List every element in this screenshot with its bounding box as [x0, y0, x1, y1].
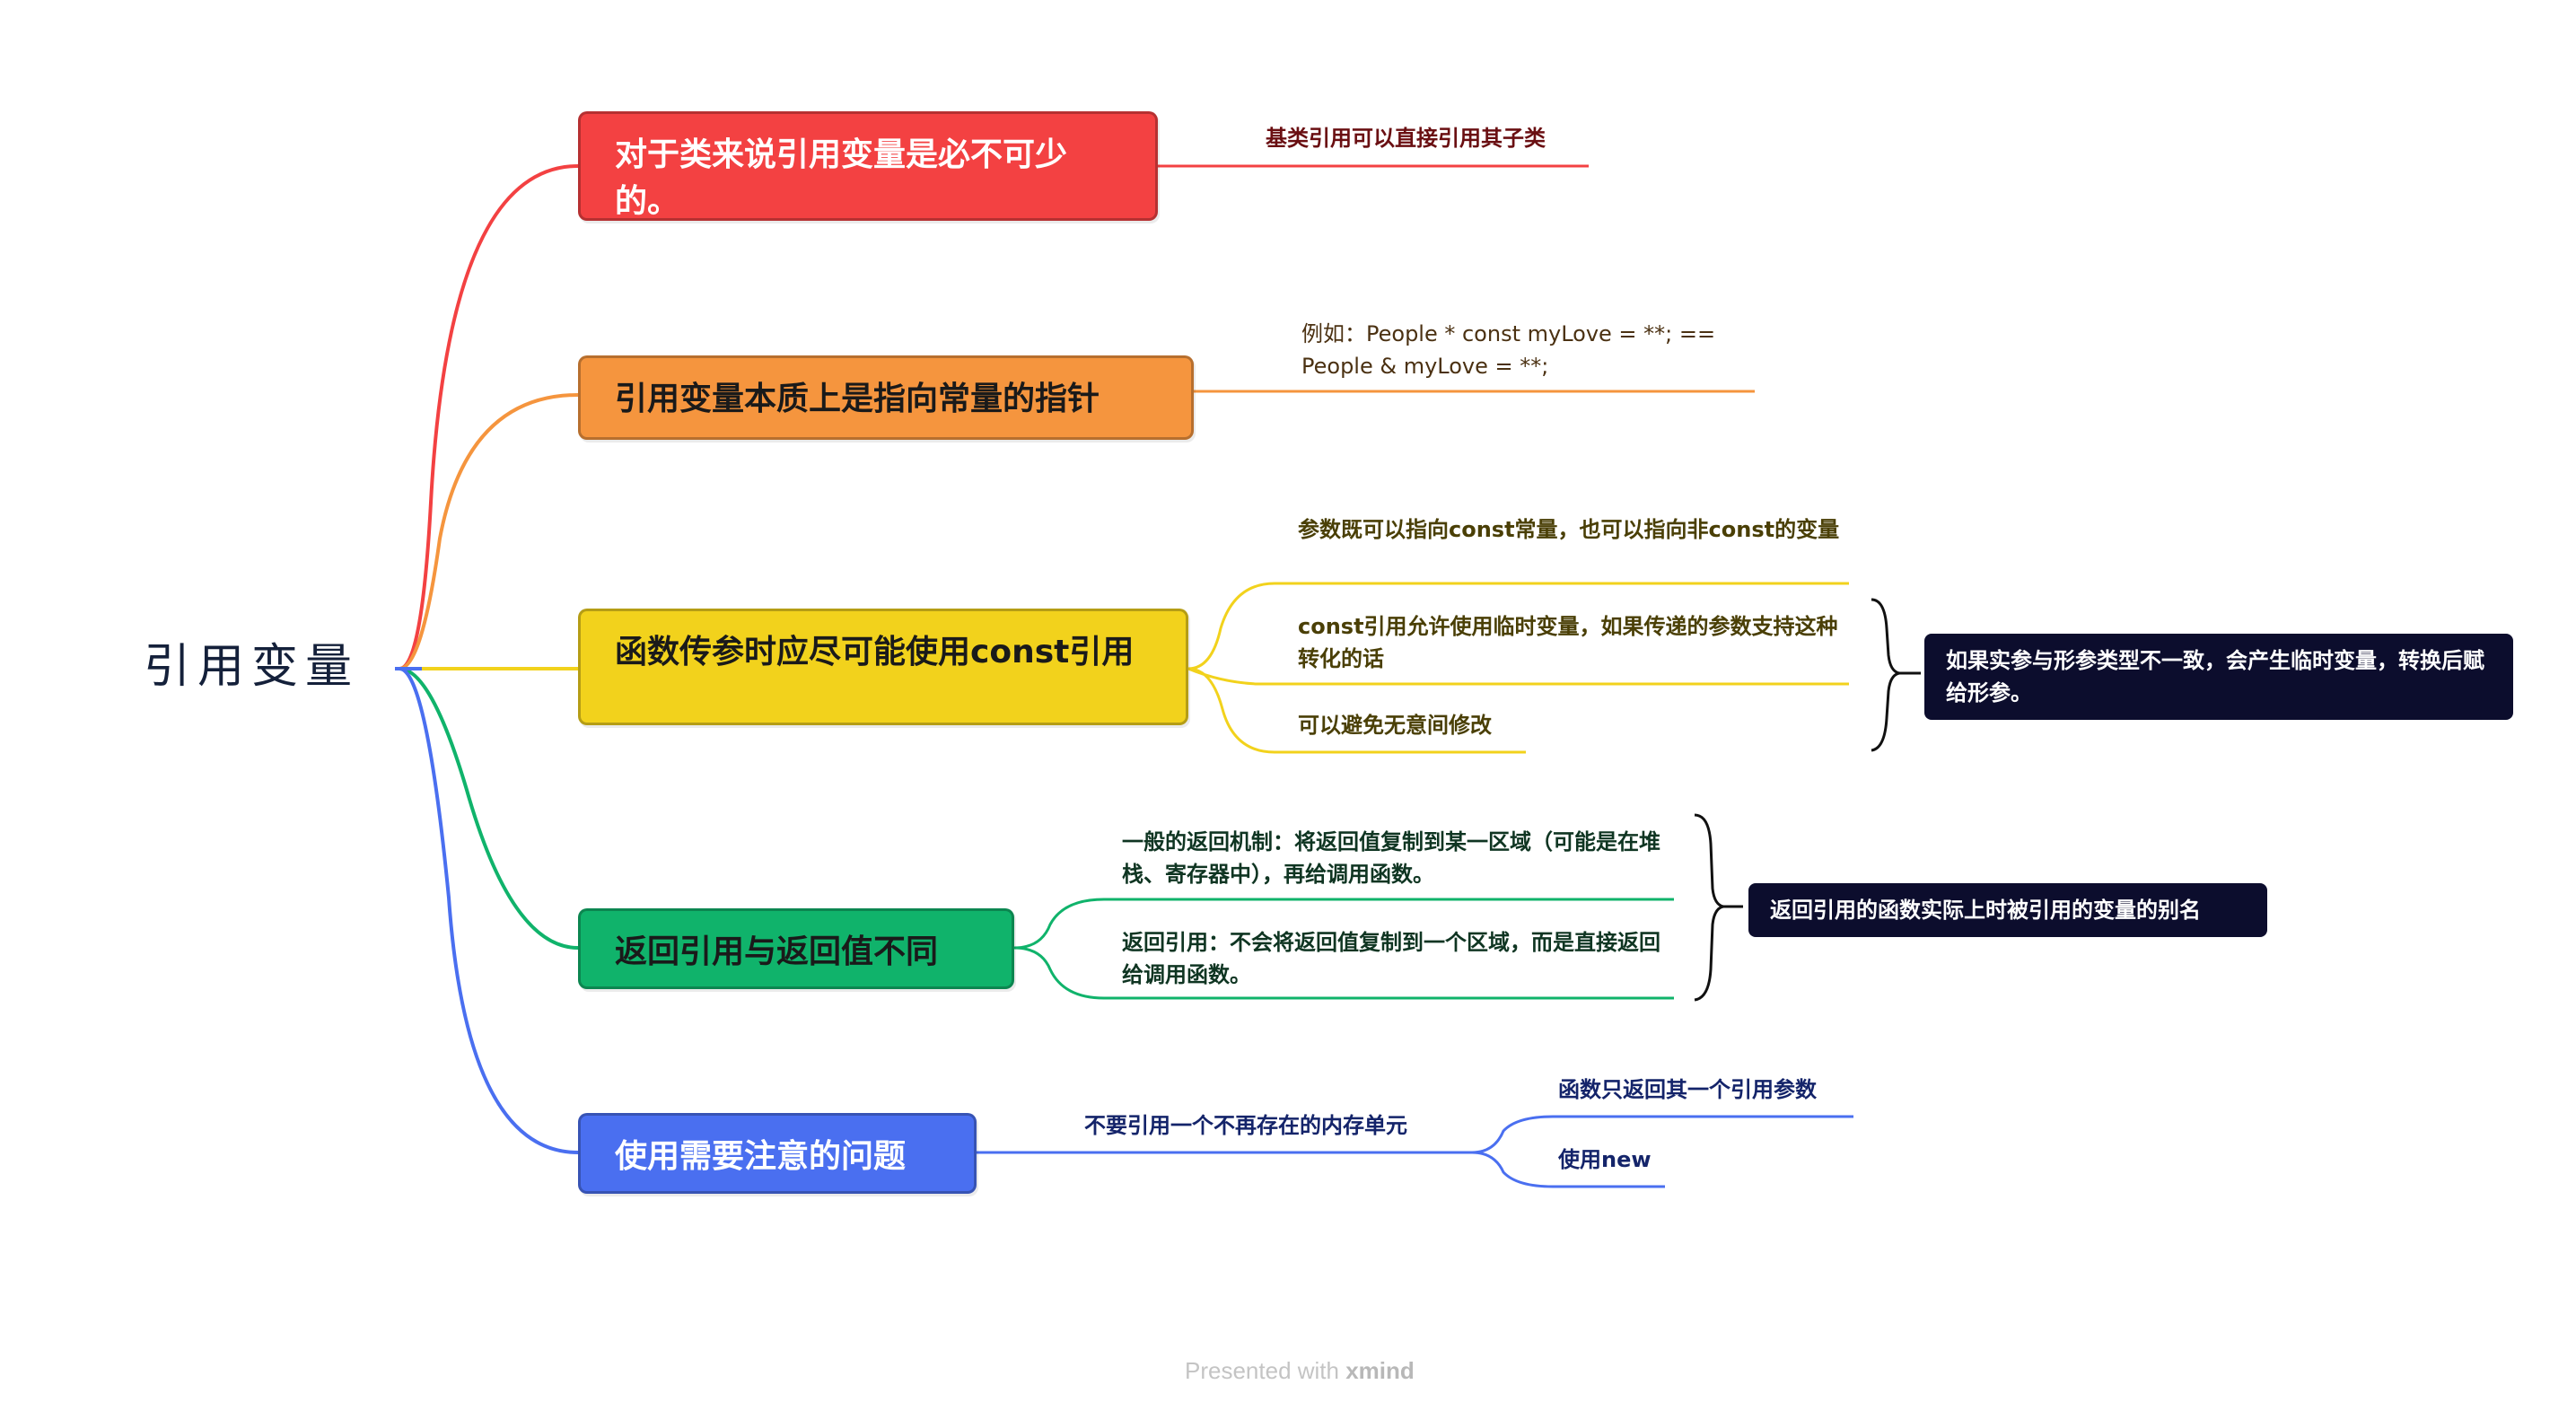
connector-root-b5 [399, 667, 579, 1154]
connector-b4-leaf2 [1013, 946, 1674, 1000]
connector-b3-leaf1 [1187, 582, 1849, 670]
connector-b3-leaf2 [1187, 667, 1849, 686]
summary-temp-conversion[interactable]: 如果实参与形参类型不一致，会产生临时变量，转换后赋给形参。 [1924, 634, 2513, 720]
summary-return-alias[interactable]: 返回引用的函数实际上时被引用的变量的别名 [1748, 883, 2267, 937]
xmind-watermark: Presented with xmind [1185, 1357, 1415, 1385]
leaf-example[interactable]: 例如：People * const myLove = **; == People… [1301, 321, 1716, 379]
connector-b4-leaf1 [1013, 898, 1674, 950]
leaf-temp-variable[interactable]: const引用允许使用临时变量，如果传递的参数支持这种转化的话 [1298, 614, 1838, 671]
leaf-return-mechanism[interactable]: 一般的返回机制：将返回值复制到某一区域（可能是在堆栈、寄存器中），再给调用函数。 [1122, 829, 1660, 887]
connector-b5-gc2 [1471, 1151, 1665, 1188]
branch-topic-const-pointer[interactable]: 引用变量本质上是指向常量的指针 [578, 355, 1194, 440]
connector-b3-leaf3 [1187, 667, 1526, 754]
leaf-base-class-ref[interactable]: 基类引用可以直接引用其子类 [1266, 126, 1546, 151]
leaf-param-const[interactable]: 参数既可以指向const常量，也可以指向非const的变量 [1298, 517, 1840, 542]
branch-topic-const-ref-params[interactable]: 函数传参时应尽可能使用const引用 [578, 609, 1188, 725]
leaf-return-reference[interactable]: 返回引用：不会将返回值复制到一个区域，而是直接返回给调用函数。 [1122, 930, 1660, 987]
b3-summary-brace [1871, 598, 1900, 752]
branch-topic-return-ref[interactable]: 返回引用与返回值不同 [578, 908, 1014, 989]
watermark-brand: xmind [1345, 1357, 1415, 1384]
branch-topic-usage-issues[interactable]: 使用需要注意的问题 [578, 1113, 977, 1194]
leaf-dangling-ref[interactable]: 不要引用一个不再存在的内存单元 [1084, 1113, 1407, 1138]
b4-summary-brace [1694, 813, 1724, 1002]
branch-topic-classes[interactable]: 对于类来说引用变量是必不可少的。 [578, 111, 1158, 221]
connector-root-b1 [399, 164, 579, 670]
connector-root-b4 [399, 667, 579, 950]
root-topic[interactable]: 引用变量 [144, 640, 360, 694]
leaf-use-new[interactable]: 使用new [1558, 1147, 1652, 1172]
watermark-prefix: Presented with [1185, 1357, 1339, 1384]
connector-b5-gc1 [1471, 1115, 1853, 1154]
leaf-return-param[interactable]: 函数只返回其一个引用参数 [1558, 1077, 1817, 1102]
connector-root-b2 [399, 393, 579, 670]
leaf-avoid-modify[interactable]: 可以避免无意间修改 [1298, 713, 1492, 738]
